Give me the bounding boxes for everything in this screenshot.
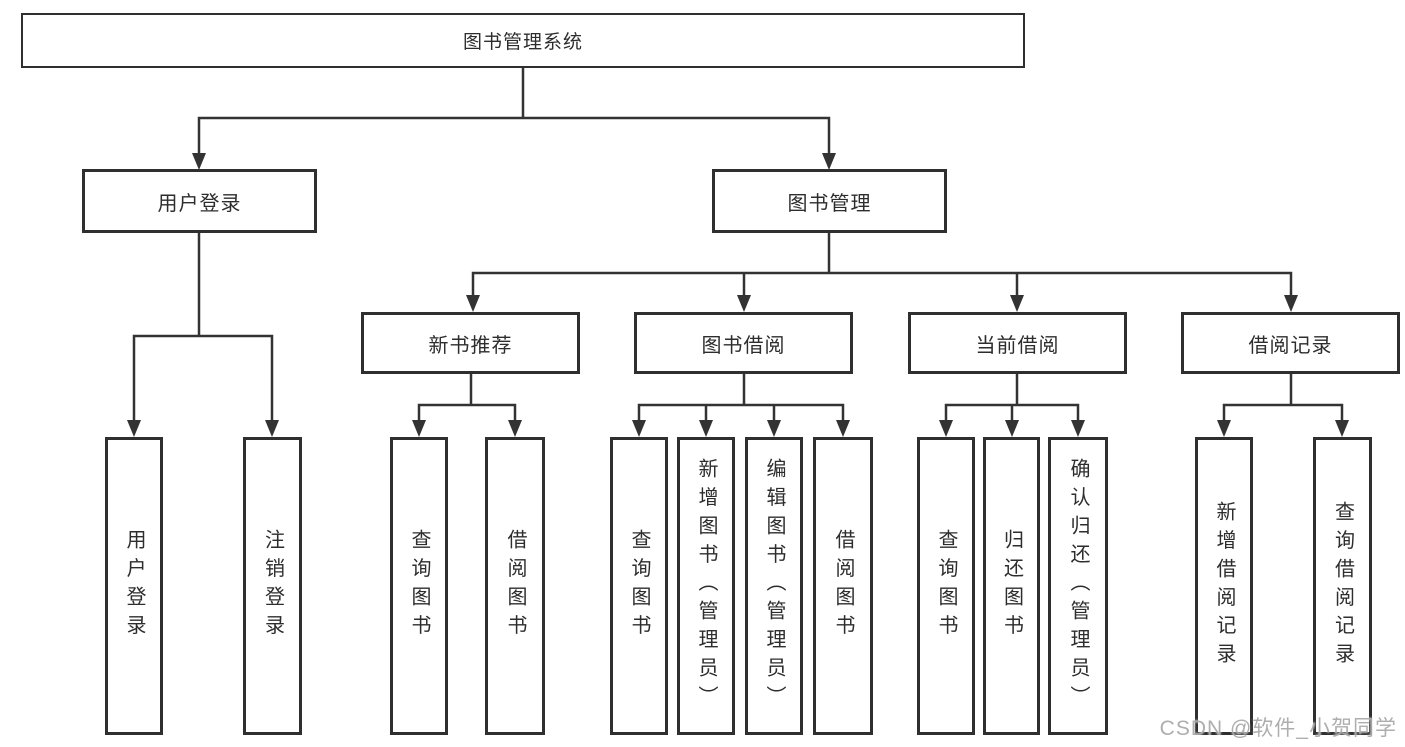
watermark: CSDN @软件_小贺同学: [1159, 717, 1397, 740]
node-current-borrowing: 当前借阅: [908, 312, 1127, 374]
leaf-add-borrow-record: 新增借阅记录: [1195, 437, 1253, 735]
leaf-user-login: 用户登录: [105, 437, 163, 735]
node-library-management-system: 图书管理系统: [21, 13, 1025, 68]
leaf-logout: 注销登录: [243, 437, 302, 735]
leaf-borrow-books-recommend: 借阅图书: [485, 437, 545, 735]
node-new-book-recommendation: 新书推荐: [361, 312, 580, 374]
leaf-edit-books-admin: 编辑图书（管理员）: [745, 437, 803, 735]
node-book-borrowing: 图书借阅: [634, 312, 853, 374]
node-user-login: 用户登录: [82, 169, 317, 233]
leaf-borrow-books: 借阅图书: [813, 437, 873, 735]
leaf-query-borrow-record: 查询借阅记录: [1313, 437, 1372, 735]
leaf-query-books-borrowing: 查询图书: [610, 437, 668, 735]
node-book-management: 图书管理: [712, 169, 947, 233]
leaf-confirm-return-admin: 确认归还（管理员）: [1048, 437, 1108, 735]
leaf-return-books: 归还图书: [983, 437, 1040, 735]
leaf-query-books-recommend: 查询图书: [390, 437, 448, 735]
leaf-query-books-current: 查询图书: [917, 437, 975, 735]
node-borrowing-records: 借阅记录: [1181, 312, 1400, 374]
leaf-add-books-admin: 新增图书（管理员）: [677, 437, 735, 735]
